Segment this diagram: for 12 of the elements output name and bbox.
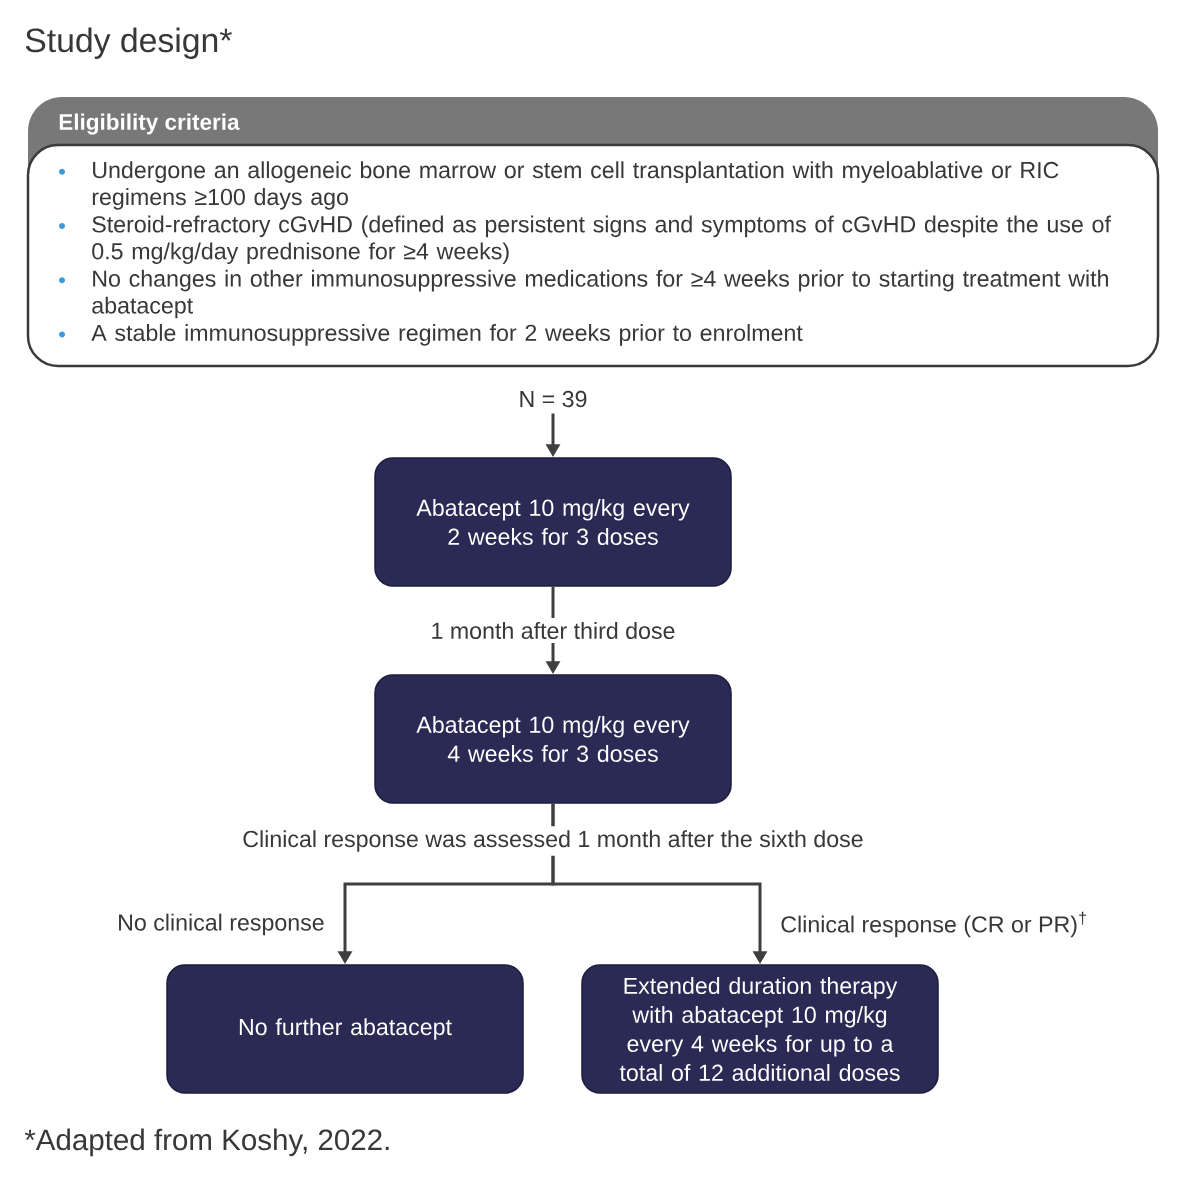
title: Study design*: [25, 27, 232, 59]
process-box: Extended duration therapy with abatacept 10 mg/kg every 4 weeks for up to a total of 12 additional doses: [581, 964, 939, 1094]
edge-label: No clinical response: [115, 911, 327, 938]
process-box: No further abatacept: [166, 964, 524, 1094]
process-box: Abatacept 10 mg/kg every 4 weeks for 3 doses: [374, 674, 732, 804]
edge-label: 1 month after third dose: [426, 618, 680, 644]
caption: *Adapted from Koshy, 2022.: [24, 1128, 389, 1157]
process-box: Abatacept 10 mg/kg every 2 weeks for 3 doses: [374, 457, 732, 587]
edge-label: Clinical response (CR or PR)$^{†}$: [778, 909, 1090, 940]
sample-size-label: N = 39: [520, 390, 587, 408]
panel-heading: Eligibility criteria: [59, 113, 240, 135]
timing-note: Clinical response was assessed 1 month after the sixth dose: [238, 826, 868, 856]
